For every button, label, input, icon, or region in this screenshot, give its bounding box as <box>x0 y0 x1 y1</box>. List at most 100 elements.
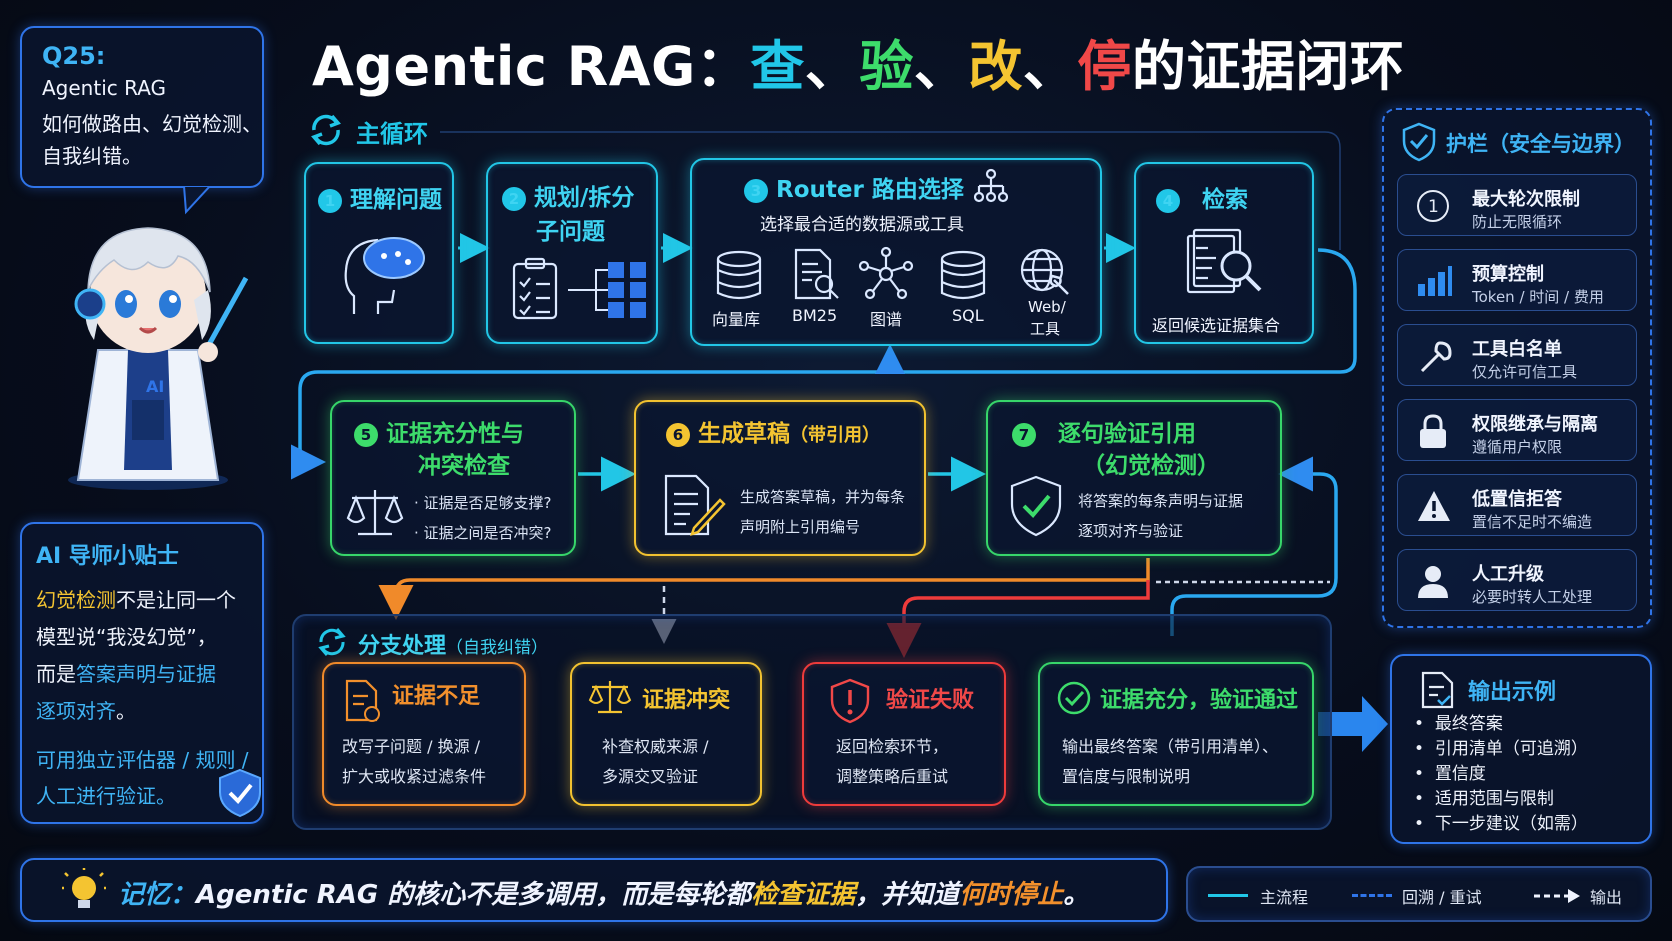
question-line-3: 自我纠错。 <box>42 144 142 168</box>
title-word-fix: 改 <box>968 35 1023 98</box>
guard-max-rounds: 1 最大轮次限制 防止无限循环 <box>1397 174 1637 236</box>
step-1-number: 1 <box>318 188 342 213</box>
step-6-title: 生成草稿 <box>698 421 790 447</box>
branch-conflict: 证据冲突 补查权威来源 /多源交叉验证 <box>570 662 762 806</box>
branch-label-sub: （自我纠错） <box>446 638 549 658</box>
step-6-number: 6 <box>666 422 690 447</box>
tips-text-f: 人工进行验证。 <box>36 784 176 808</box>
guard-human-escalation-title: 人工升级 <box>1472 564 1544 585</box>
title-word-check: 查 <box>750 35 805 98</box>
tips-text-c: 而是 <box>36 662 76 686</box>
database-icon <box>716 250 762 300</box>
network-tree-icon <box>974 168 1008 203</box>
step-5-bullet-1-text: 证据是否足够支撑? <box>423 494 552 512</box>
step-5-title-line-1: 证据充分性与 <box>386 421 524 447</box>
branch-verify-fail-desc-2: 调整策略后重试 <box>836 767 949 786</box>
step-5-bullet-2-text: 证据之间是否冲突? <box>423 524 552 542</box>
subtask-tree-icon <box>568 262 646 318</box>
shield-check-icon <box>1402 122 1436 162</box>
step-3-title: Router 路由选择 <box>776 177 964 203</box>
branch-insufficient-desc: 改写子问题 / 换源 / 扩大或收紧过滤条件 <box>342 732 486 792</box>
step-5-bullet-1: · 证据是否足够支撑? <box>414 494 552 512</box>
title-word-stop: 停 <box>1077 35 1132 98</box>
guard-low-confidence-title: 低置信拒答 <box>1472 489 1562 510</box>
step-7-desc-line-1: 将答案的每条声明与证据 <box>1078 492 1244 510</box>
wrench-icon <box>1420 341 1452 373</box>
step-4-desc: 返回候选证据集合 <box>1152 316 1281 335</box>
legend-solid-line <box>1208 894 1248 897</box>
legend-dashed-line <box>1352 894 1392 897</box>
guard-permissions-sub: 遵循用户权限 <box>1472 438 1563 456</box>
step-3-desc: 选择最合适的数据源或工具 <box>760 215 964 235</box>
memory-text: 记忆：Agentic RAG 的核心不是多调用，而是每轮都检查证据，并知道何时停… <box>118 874 1089 911</box>
branch-insufficient: 证据不足 改写子问题 / 换源 / 扩大或收紧过滤条件 <box>322 662 526 806</box>
output-title: 输出示例 <box>1468 680 1557 705</box>
question-id: Q25: <box>42 42 106 70</box>
output-item: • 引用清单（可追溯） <box>1414 739 1588 759</box>
guard-low-confidence: 低置信拒答 置信不足时不编造 <box>1397 474 1637 536</box>
legend-retry: 回溯 / 重试 <box>1402 888 1482 907</box>
branch-conflict-title: 证据冲突 <box>642 688 731 713</box>
guard-max-rounds-title: 最大轮次限制 <box>1472 189 1580 210</box>
tips-text-e: 可用独立评估器 / 规则 / <box>36 748 249 772</box>
web-tool-icon <box>1020 248 1069 295</box>
guard-tool-whitelist: 工具白名单 仅允许可信工具 <box>1397 324 1637 386</box>
document-check-icon <box>1421 671 1454 709</box>
balance-scale-icon <box>346 490 404 536</box>
step-7-desc-line-2: 逐项对齐与验证 <box>1078 522 1184 540</box>
document-question-icon <box>345 679 380 722</box>
tips-text-d: 。 <box>116 699 136 723</box>
branch-insufficient-title: 证据不足 <box>392 684 481 709</box>
step-5-number: 5 <box>354 422 378 447</box>
guard-human-escalation: 人工升级 必要时转人工处理 <box>1397 549 1637 611</box>
tips-paragraph-1: 幻觉检测不是让同一个 模型说“我没幻觉”， 而是答案声明与证据 逐项对齐。 <box>36 582 258 730</box>
memory-text-b: ，并知道 <box>855 880 960 910</box>
head-brain-icon <box>344 237 425 314</box>
output-item: • 置信度 <box>1414 764 1486 784</box>
branch-verify-fail-desc: 返回检索环节，调整策略后重试 <box>836 732 948 792</box>
tips-highlight-align: 逐项对齐 <box>36 699 116 723</box>
source-vector-db: 向量库 <box>712 310 761 329</box>
branch-insufficient-desc-1: 改写子问题 / 换源 / <box>342 737 481 756</box>
speech-tail <box>182 186 212 215</box>
memory-highlight-stop: 何时停止 <box>959 880 1064 910</box>
number-one-icon: 1 <box>1417 190 1449 222</box>
step-1-understand: 1 理解问题 <box>304 162 454 344</box>
branch-insufficient-desc-2: 扩大或收紧过滤条件 <box>342 767 487 786</box>
step-1-title: 理解问题 <box>350 187 442 213</box>
loop-icon <box>311 114 341 146</box>
tips-text-a: 不是让同一个 <box>116 588 236 612</box>
document-search-icon <box>1186 228 1262 294</box>
warning-icon <box>1418 491 1450 521</box>
branch-pass-desc-1: 输出最终答案（带引用清单）、 <box>1062 737 1279 756</box>
branch-verify-fail-title: 验证失败 <box>886 688 975 713</box>
guardrails-title: 护栏（安全与边界） <box>1446 132 1635 156</box>
step-7-title-line-2: （幻觉检测） <box>1082 453 1220 479</box>
branch-label: 分支处理（自我纠错） <box>358 628 548 660</box>
step-7-number: 7 <box>1012 422 1036 447</box>
step-5-title-line-2: 冲突检查 <box>418 453 510 479</box>
step-5-bullet-2: · 证据之间是否冲突? <box>414 524 552 542</box>
step-2-title-line-2: 子问题 <box>536 219 605 245</box>
tips-title: AI 导师小贴士 <box>36 544 179 569</box>
title-suffix: 的证据闭环 <box>1131 35 1405 98</box>
branch-pass-title: 证据充分，验证通过 <box>1100 688 1299 713</box>
guard-budget-sub: Token / 时间 / 费用 <box>1472 288 1604 306</box>
question-line-2: 如何做路由、幻觉检测、 <box>42 112 262 136</box>
step-6-desc-line-1: 生成答案草稿，并为每条 <box>740 488 906 506</box>
source-tool: 工具 <box>1030 320 1061 338</box>
source-web: Web/ <box>1028 298 1066 316</box>
title-word-verify: 验 <box>859 35 914 98</box>
output-example-panel: 输出示例 • 最终答案 • 引用清单（可追溯） • 置信度 • 适用范围与限制 … <box>1390 654 1652 844</box>
bar-chart-icon <box>1418 266 1452 296</box>
main-loop-label: 主循环 <box>356 120 428 148</box>
title-prefix: Agentic RAG： <box>312 35 751 98</box>
branch-label-text: 分支处理 <box>358 634 447 659</box>
memory-text-a: Agentic RAG 的核心不是多调用，而是每轮都 <box>196 880 752 910</box>
tips-highlight-claims: 答案声明与证据 <box>76 662 216 686</box>
